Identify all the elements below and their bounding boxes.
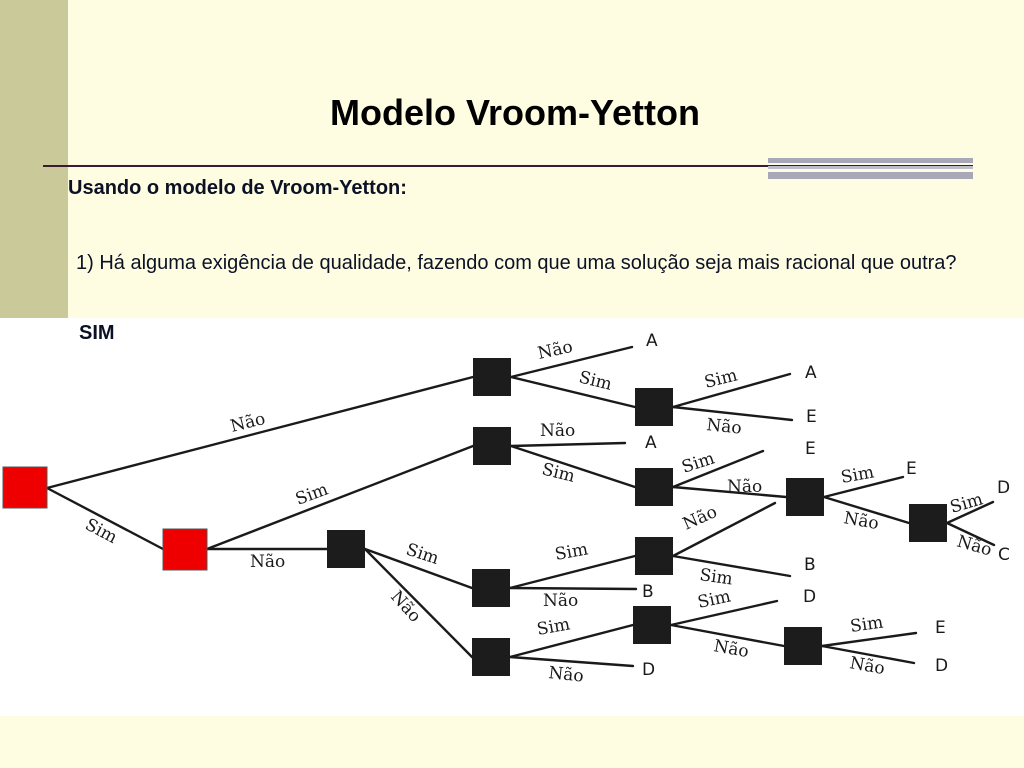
edge [509, 345, 634, 379]
edge [508, 554, 637, 590]
edge [509, 441, 627, 448]
edge [945, 521, 996, 547]
outcome-c: C [998, 545, 1010, 565]
edge [820, 631, 918, 648]
root-node [2, 466, 48, 509]
decision-node [472, 569, 510, 607]
decision-node [786, 478, 824, 516]
edge [671, 485, 788, 499]
branch-labels: Não Sim Não Sim Sim Não Sim Não Não Sim … [82, 337, 994, 687]
branch-label-sim: Sim [553, 539, 589, 564]
edge [508, 655, 635, 668]
tree-edges [45, 345, 996, 668]
tree-nodes [2, 358, 947, 676]
outcome-d: D [803, 587, 816, 607]
decision-node [327, 530, 365, 568]
branch-label-sim: Sim [293, 480, 331, 510]
outcome-a: A [805, 363, 817, 383]
outcome-e: E [805, 439, 816, 459]
edge [671, 372, 792, 409]
branch-label-nao: Não [386, 587, 424, 627]
branch-label-sim: Sim [679, 448, 717, 477]
question-text: 1) Há alguma exigência de qualidade, faz… [76, 252, 957, 274]
decision-node [784, 627, 822, 665]
edge [671, 405, 794, 422]
edge [671, 501, 777, 558]
outcome-d: D [642, 660, 655, 680]
edge [363, 547, 474, 590]
branch-label-sim: Sim [540, 459, 577, 486]
outcome-e: E [906, 459, 917, 479]
outcome-e: E [935, 618, 946, 638]
branch-label-nao: Não [547, 663, 584, 687]
branch-label-sim: Sim [535, 614, 571, 639]
edge [508, 623, 635, 659]
outcome-a: A [645, 433, 657, 453]
edge [671, 554, 792, 578]
branch-label-sim: Sim [696, 586, 733, 612]
edge [509, 375, 637, 409]
outcome-b: B [642, 582, 654, 602]
edge [822, 495, 911, 525]
branch-label-sim: Sim [698, 565, 734, 589]
edge [508, 586, 638, 591]
edge [820, 644, 916, 665]
edge [205, 444, 475, 551]
edge [363, 547, 474, 659]
decision-node [635, 468, 673, 506]
edge [509, 444, 637, 489]
edge [671, 449, 765, 489]
outcome-e: E [806, 407, 817, 427]
slide-title: Modelo Vroom-Yetton [329, 92, 700, 133]
branch-label-nao: Não [955, 532, 994, 561]
outcome-d: D [935, 656, 948, 676]
accent-bar [768, 158, 973, 179]
branch-label-nao: Não [705, 415, 742, 439]
edge [45, 486, 165, 551]
slide-subtitle: Usando o modelo de Vroom-Yetton: [68, 177, 407, 199]
decision-node [473, 358, 511, 396]
decision-node [635, 388, 673, 426]
outcome-d: D [997, 478, 1010, 498]
branch-label-nao: Não [543, 591, 578, 611]
outcome-b: B [804, 555, 816, 575]
edge [669, 599, 779, 627]
edge [822, 475, 905, 499]
outcome-a: A [646, 331, 658, 351]
title-divider [43, 165, 973, 167]
diagram-panel [0, 318, 1024, 716]
branch-label-nao: Não [536, 337, 575, 364]
decision-node [633, 606, 671, 644]
branch-label-nao: Não [540, 421, 575, 441]
answer-text: SIM [79, 322, 115, 344]
branch-label-sim: Sim [82, 515, 121, 548]
branch-label-nao: Não [712, 636, 750, 662]
edge [669, 623, 786, 648]
sidebar-stripe [0, 0, 68, 320]
decision-node [635, 537, 673, 575]
edge [945, 500, 995, 525]
decision-node [472, 638, 510, 676]
decision-node-highlighted [162, 528, 208, 571]
decision-node [909, 504, 947, 542]
decision-node [473, 427, 511, 465]
edge [45, 375, 475, 490]
outcome-labels: A A E A E E D C B B D E D D [642, 331, 1010, 680]
branch-label-nao: Não [680, 502, 720, 535]
branch-label-sim: Sim [948, 489, 985, 517]
branch-label-sim: Sim [577, 367, 614, 394]
branch-label-nao: Não [727, 477, 762, 497]
branch-label-nao: Não [250, 552, 285, 572]
branch-label-sim: Sim [849, 613, 885, 637]
